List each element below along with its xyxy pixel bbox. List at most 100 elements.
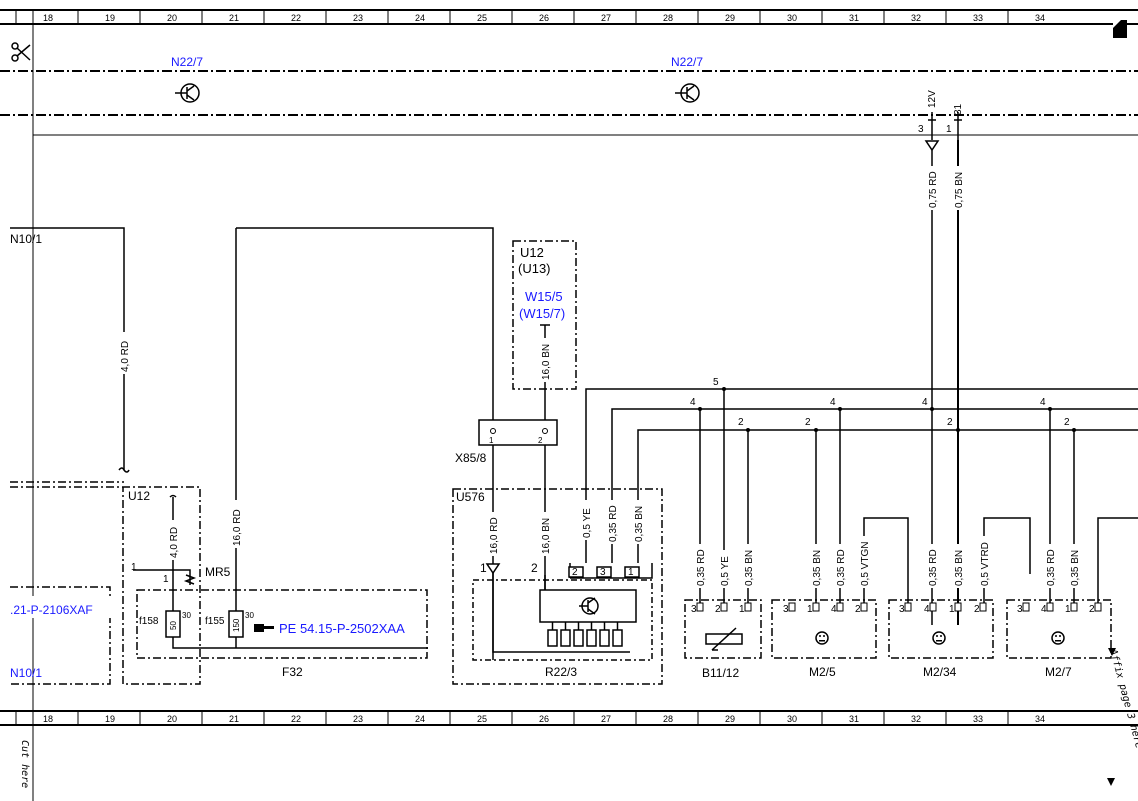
transistor-icon-r223 xyxy=(579,597,599,615)
f158-value: 50 xyxy=(169,621,178,630)
transistor-icon-right xyxy=(675,83,700,103)
affix-arrow-top-icon xyxy=(1108,648,1116,656)
connector-pin-number: 2 xyxy=(974,604,980,615)
ruler-column-label: 29 xyxy=(725,13,735,23)
ruler-column-label: 28 xyxy=(663,13,673,23)
f158-pin: 30 xyxy=(182,611,191,620)
m234-label: M2/34 xyxy=(923,665,957,679)
ruler-column-label: 30 xyxy=(787,13,797,23)
ruler-column-label: 31 xyxy=(849,13,859,23)
wire-u576-160bn: 16,0 BN xyxy=(541,518,552,554)
bus-num-2b: 2 xyxy=(805,417,811,428)
wire-075bn: 0,75 BN xyxy=(954,172,965,208)
ruler-column-label: 24 xyxy=(415,714,425,724)
pin-1-label: 1 xyxy=(946,124,952,135)
motor-icon xyxy=(815,631,1065,645)
pin-12v-label: 12V xyxy=(927,90,938,108)
bus-label-left[interactable]: N22/7 xyxy=(171,55,203,69)
ruler-column-label: 33 xyxy=(973,13,983,23)
connector-pin-number: 1 xyxy=(1065,604,1071,615)
transistor-icon-left xyxy=(175,83,200,103)
ruler-column-label: 21 xyxy=(229,13,239,23)
connector-pin-number: 2 xyxy=(1089,604,1095,615)
affix-arrow-icon xyxy=(1107,778,1115,786)
w155-link[interactable]: W15/5 xyxy=(525,289,563,304)
ruler-column-label: 25 xyxy=(477,714,487,724)
ruler-column-label: 20 xyxy=(167,13,177,23)
r223-pin2: 2 xyxy=(572,567,578,578)
bus-num-2d: 2 xyxy=(1064,417,1070,428)
ruler-column-label: 24 xyxy=(415,13,425,23)
r223-pin1: 1 xyxy=(628,567,634,578)
x858-label: X85/8 xyxy=(455,451,487,465)
connector-pin-number: 2 xyxy=(855,604,861,615)
wire-m234-05vtrd: 0,5 VTRD xyxy=(980,542,991,586)
f155-value: 150 xyxy=(232,618,241,632)
ruler-column-label: 21 xyxy=(229,714,239,724)
wire-m25-035rd: 0,35 RD xyxy=(836,549,847,586)
r223-pin3: 3 xyxy=(600,567,606,578)
ruler-column-label: 18 xyxy=(43,714,53,724)
m25-label: M2/5 xyxy=(809,665,836,679)
ruler-column-label: 26 xyxy=(539,13,549,23)
u576-pin1: 1 xyxy=(480,561,487,575)
r223-label: R22/3 xyxy=(545,665,577,679)
u12-box-subtitle: (U13) xyxy=(518,261,551,276)
sensor-icon xyxy=(705,627,743,651)
connector-pin-number: 3 xyxy=(691,604,697,615)
bus-label-right[interactable]: N22/7 xyxy=(671,55,703,69)
ruler-column-label: 23 xyxy=(353,714,363,724)
u576-label: U576 xyxy=(456,490,485,504)
ruler-column-label: 32 xyxy=(911,13,921,23)
wire-b11-035rd: 0,35 RD xyxy=(696,549,707,586)
wire-u12-40rd: 4,0 RD xyxy=(169,527,180,558)
ruler-column-label: 27 xyxy=(601,714,611,724)
wire-b11-05ye: 0,5 YE xyxy=(720,556,731,586)
wire-075rd: 0,75 RD xyxy=(928,171,939,208)
wire-160bn: 16,0 BN xyxy=(541,344,552,380)
ruler-column-label: 34 xyxy=(1035,714,1045,724)
ruler-column-label: 34 xyxy=(1035,13,1045,23)
w157-link[interactable]: (W15/7) xyxy=(519,306,565,321)
mr5-label: MR5 xyxy=(205,565,231,579)
pointing-hand-icon xyxy=(254,624,274,632)
scissors-icon xyxy=(11,42,31,62)
wire-40rd: 4,0 RD xyxy=(120,341,131,372)
wire-160rd-f155: 16,0 RD xyxy=(232,509,243,546)
cut-here-text: Cut here xyxy=(19,740,30,788)
wire-u576-035bn: 0,35 BN xyxy=(634,506,645,542)
u12-pin1a: 1 xyxy=(131,562,137,573)
u12-pin1b: 1 xyxy=(163,574,169,585)
bus-num-4c: 4 xyxy=(922,397,928,408)
bus-num-4d: 4 xyxy=(1040,397,1046,408)
ruler-column-label: 19 xyxy=(105,13,115,23)
connector-pin-number: 1 xyxy=(807,604,813,615)
page-corner-icon xyxy=(1113,20,1127,38)
ruler-column-label: 33 xyxy=(973,714,983,724)
pe-ref-link[interactable]: PE 54.15-P-2502XAA xyxy=(279,621,405,636)
wire-m25-05vtgn: 0,5 VTGN xyxy=(860,542,871,586)
ruler-column-label: 28 xyxy=(663,714,673,724)
wire-m27-035rd: 0,35 RD xyxy=(1046,549,1057,586)
ref-2106-link[interactable]: .21-P-2106XAF xyxy=(10,603,93,617)
wire-b11-035bn: 0,35 BN xyxy=(744,550,755,586)
ruler-column-label: 31 xyxy=(849,714,859,724)
wire-m25-035bn: 0,35 BN xyxy=(812,550,823,586)
wire-u576-05ye: 0,5 YE xyxy=(582,508,593,538)
bus-num-5: 5 xyxy=(713,377,719,388)
bus-num-2c: 2 xyxy=(947,417,953,428)
f155-pin: 30 xyxy=(245,611,254,620)
ruler-column-label: 19 xyxy=(105,714,115,724)
connector-pin-number: 1 xyxy=(739,604,745,615)
ruler-column-label: 22 xyxy=(291,13,301,23)
x858-pin2: 2 xyxy=(538,436,543,445)
wire-u576-160rd: 16,0 RD xyxy=(489,517,500,554)
bus-num-4a: 4 xyxy=(690,397,696,408)
bus-num-2a: 2 xyxy=(738,417,744,428)
n101-link[interactable]: N10/1 xyxy=(10,666,42,680)
ruler-column-label: 26 xyxy=(539,714,549,724)
ruler-column-label: 25 xyxy=(477,13,487,23)
